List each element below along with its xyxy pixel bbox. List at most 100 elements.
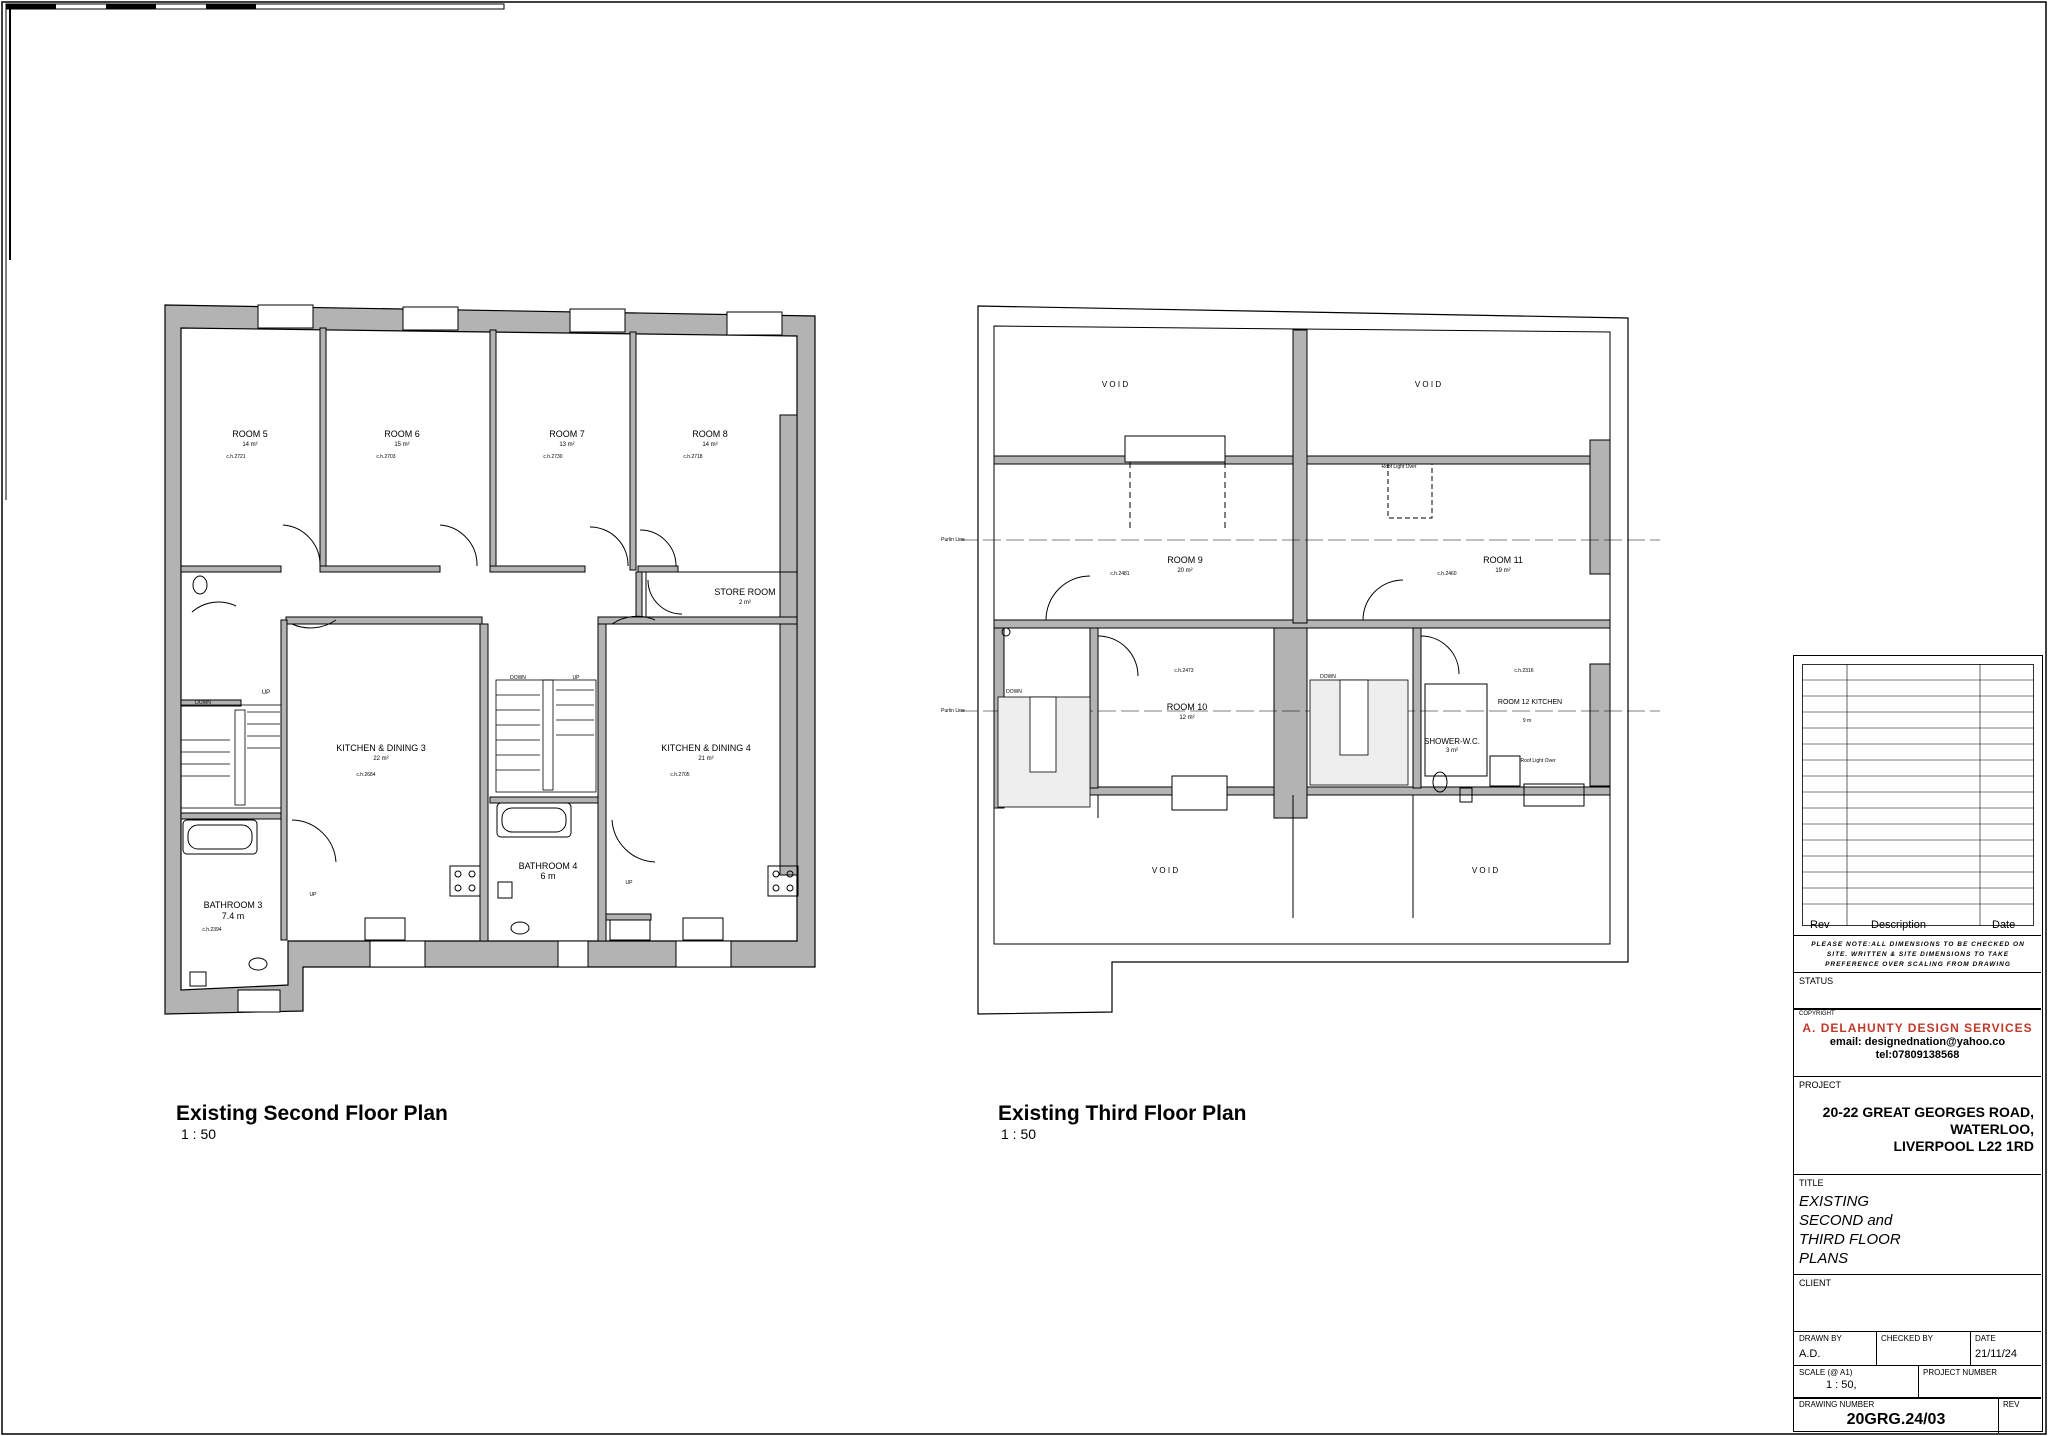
title-label: TITLE bbox=[1799, 1178, 1824, 1188]
second-floor-plan bbox=[164, 304, 816, 1015]
stair-up-label: UP bbox=[626, 880, 634, 886]
void-label: V O I D bbox=[1415, 380, 1441, 389]
room-ceiling: c.h.2316 bbox=[1514, 668, 1533, 674]
room-ceiling: c.h.2460 bbox=[1437, 571, 1456, 577]
stair-up-label: UP bbox=[573, 675, 581, 681]
stair-down-label: DOWN bbox=[1320, 674, 1336, 680]
project-number-label: PROJECT NUMBER bbox=[1923, 1368, 1998, 1377]
scale-ruler bbox=[5, 3, 505, 500]
revision-table bbox=[1802, 664, 2034, 926]
room-label: SHOWER-W.C. bbox=[1424, 737, 1480, 746]
rooflight-label: Roof Light Over bbox=[1381, 464, 1416, 470]
void-label: V O I D bbox=[1152, 866, 1178, 875]
room-label: ROOM 7 bbox=[549, 429, 585, 439]
second-floor-scale: 1 : 50 bbox=[181, 1126, 217, 1142]
dimensions-note: PLEASE NOTE:ALL DIMENSIONS TO BE CHECKED… bbox=[1811, 941, 2025, 968]
stair-down-label: DOWN bbox=[1006, 689, 1022, 695]
drawn-by-value: A.D. bbox=[1799, 1348, 1821, 1360]
purlin-label: Purlin Line bbox=[941, 708, 965, 714]
room-ceiling: c.h.2684 bbox=[356, 772, 375, 778]
room-label: ROOM 10 bbox=[1167, 702, 1208, 712]
room-area: 12 m² bbox=[1179, 715, 1194, 721]
room-label: ROOM 9 bbox=[1167, 555, 1203, 565]
project-line: LIVERPOOL L22 1RD bbox=[1893, 1138, 2034, 1154]
title-line: EXISTING bbox=[1799, 1193, 1870, 1210]
room-area: 7.4 m bbox=[222, 911, 245, 921]
copyright-label: COPYRIGHT bbox=[1799, 1011, 1835, 1017]
third-floor-plan bbox=[960, 305, 1660, 1015]
title-line: SECOND and bbox=[1799, 1212, 1893, 1229]
room-ceiling: c.h.2473 bbox=[1174, 668, 1193, 674]
rev-label: REV bbox=[2003, 1400, 2020, 1409]
purlin-label: Purlin Line bbox=[941, 537, 965, 543]
third-outer-outline bbox=[977, 305, 1629, 1015]
stairs-center bbox=[495, 679, 597, 793]
room-area: 9 m bbox=[1523, 718, 1531, 724]
drawn-by-label: DRAWN BY bbox=[1799, 1334, 1842, 1343]
title-line: THIRD FLOOR bbox=[1799, 1231, 1901, 1248]
title-line: PLANS bbox=[1799, 1250, 1849, 1267]
third-stairs-left bbox=[997, 696, 1091, 808]
room-area: 19 m² bbox=[1495, 568, 1510, 574]
room-label: BATHROOM 4 bbox=[519, 861, 578, 871]
second-floor-title: Existing Second Floor Plan bbox=[176, 1102, 448, 1125]
description-header: Description bbox=[1871, 919, 1927, 931]
room-label: BATHROOM 3 bbox=[204, 900, 263, 910]
rooflight-label: Roof Light Over bbox=[1520, 758, 1555, 764]
stair-up-label: UP bbox=[310, 892, 318, 898]
project-line: WATERLOO, bbox=[1950, 1121, 2034, 1137]
room-area: 3 m² bbox=[1446, 748, 1458, 754]
room-label: ROOM 5 bbox=[232, 429, 268, 439]
room-area: 2 m² bbox=[739, 600, 751, 606]
company-name: A. DELAHUNTY DESIGN SERVICES bbox=[1802, 1021, 2033, 1035]
scale-label: SCALE (@ A1) bbox=[1799, 1368, 1853, 1377]
rev-header: Rev bbox=[1810, 919, 1830, 931]
stair-down-label: DOWN bbox=[510, 675, 526, 681]
second-floor-labels: ROOM 5 14 m² c.h.2721 ROOM 6 15 m² c.h.2… bbox=[195, 429, 776, 933]
room-label: KITCHEN & DINING 4 bbox=[661, 743, 751, 753]
date-label: DATE bbox=[1975, 1334, 1996, 1343]
drawing-number-value: 20GRG.24/03 bbox=[1846, 1411, 1946, 1428]
date-header: Date bbox=[1992, 919, 2016, 931]
room-label: ROOM 6 bbox=[384, 429, 420, 439]
void-label: V O I D bbox=[1472, 866, 1498, 875]
room-ceiling: c.h.2394 bbox=[202, 927, 221, 933]
room-label: STORE ROOM bbox=[714, 587, 775, 597]
room-area: 14 m² bbox=[242, 442, 257, 448]
room-ceiling: c.h.2705 bbox=[670, 772, 689, 778]
room-area: 21 m² bbox=[698, 756, 713, 762]
room-label: ROOM 11 bbox=[1483, 555, 1523, 565]
room-label: ROOM 12 KITCHEN bbox=[1498, 699, 1562, 706]
date-value: 21/11/24 bbox=[1975, 1348, 2018, 1360]
room-area: 20 m² bbox=[1177, 568, 1192, 574]
stair-down-label: DOWN bbox=[195, 700, 211, 706]
project-label: PROJECT bbox=[1799, 1080, 1842, 1090]
third-stairs-right bbox=[1309, 679, 1409, 786]
room-ceiling: c.h.2730 bbox=[543, 454, 562, 460]
checked-by-label: CHECKED BY bbox=[1881, 1334, 1934, 1343]
stair-up-label: UP bbox=[262, 690, 270, 696]
third-floor-title: Existing Third Floor Plan bbox=[998, 1102, 1247, 1125]
room-ceiling: c.h.2721 bbox=[226, 454, 245, 460]
room-ceiling: c.h.2718 bbox=[683, 454, 702, 460]
outer-walls bbox=[164, 304, 816, 1015]
third-floor-labels: V O I D V O I D V O I D V O I D ROOM 9 2… bbox=[941, 380, 1562, 875]
third-floor-scale: 1 : 50 bbox=[1001, 1126, 1037, 1142]
room-label: ROOM 8 bbox=[692, 429, 728, 439]
room-area: 22 m² bbox=[373, 756, 388, 762]
company-email: email: designednation@yahoo.co bbox=[1829, 1036, 2006, 1048]
void-label: V O I D bbox=[1102, 380, 1128, 389]
title-block: Rev Description Date PLEASE NOTE:ALL DIM… bbox=[1793, 655, 2043, 1433]
room-area: 15 m² bbox=[394, 442, 409, 448]
company-tel: tel:07809138568 bbox=[1875, 1049, 1960, 1061]
room-area: 6 m bbox=[540, 871, 555, 881]
room-ceiling: c.h.2481 bbox=[1110, 571, 1129, 577]
stairs-left bbox=[180, 704, 282, 809]
room-area: 13 m² bbox=[559, 442, 574, 448]
room-ceiling: c.h.2703 bbox=[376, 454, 395, 460]
project-line: 20-22 GREAT GEORGES ROAD, bbox=[1822, 1104, 2034, 1120]
client-label: CLIENT bbox=[1799, 1278, 1832, 1288]
drawing-number-label: DRAWING NUMBER bbox=[1799, 1400, 1875, 1409]
room-area: 14 m² bbox=[702, 442, 717, 448]
